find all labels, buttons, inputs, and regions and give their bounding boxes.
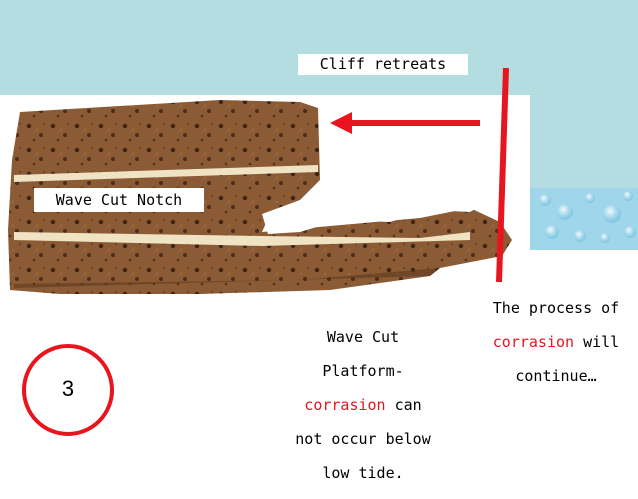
process-line-2: corrasion will — [478, 334, 634, 351]
process-line-3: continue… — [515, 367, 597, 385]
cake-cliff — [8, 100, 512, 294]
sea-water — [530, 188, 638, 250]
process-line-2-rest: will — [574, 333, 620, 351]
platform-line-5: low tide. — [322, 464, 404, 482]
platform-line-2: Platform- — [322, 362, 404, 380]
coastal-erosion-diagram — [0, 0, 638, 436]
sky-background — [0, 0, 638, 95]
corrasion-highlight: corrasion — [492, 333, 575, 351]
platform-line-3: corrasion can — [283, 397, 443, 414]
process-line-1: The process of — [492, 299, 620, 317]
slide-number-circle — [22, 344, 114, 436]
platform-line-4: not occur below — [295, 430, 431, 448]
cliff-retreats-label: Cliff retreats — [298, 54, 468, 75]
sky-background-right — [530, 95, 638, 190]
wave-cut-platform-text: Wave Cut Platform- corrasion can not occ… — [283, 312, 443, 499]
platform-line-1: Wave Cut — [326, 328, 400, 346]
process-continue-text: The process of corrasion will continue… — [478, 283, 634, 402]
wave-cut-notch-label: Wave Cut Notch — [34, 188, 204, 212]
platform-line-3-rest: can — [385, 396, 422, 414]
slide-number: 3 — [61, 376, 75, 401]
corrasion-highlight: corrasion — [304, 396, 386, 414]
retreat-arrow — [330, 112, 480, 134]
original-cliff-line — [496, 67, 509, 283]
